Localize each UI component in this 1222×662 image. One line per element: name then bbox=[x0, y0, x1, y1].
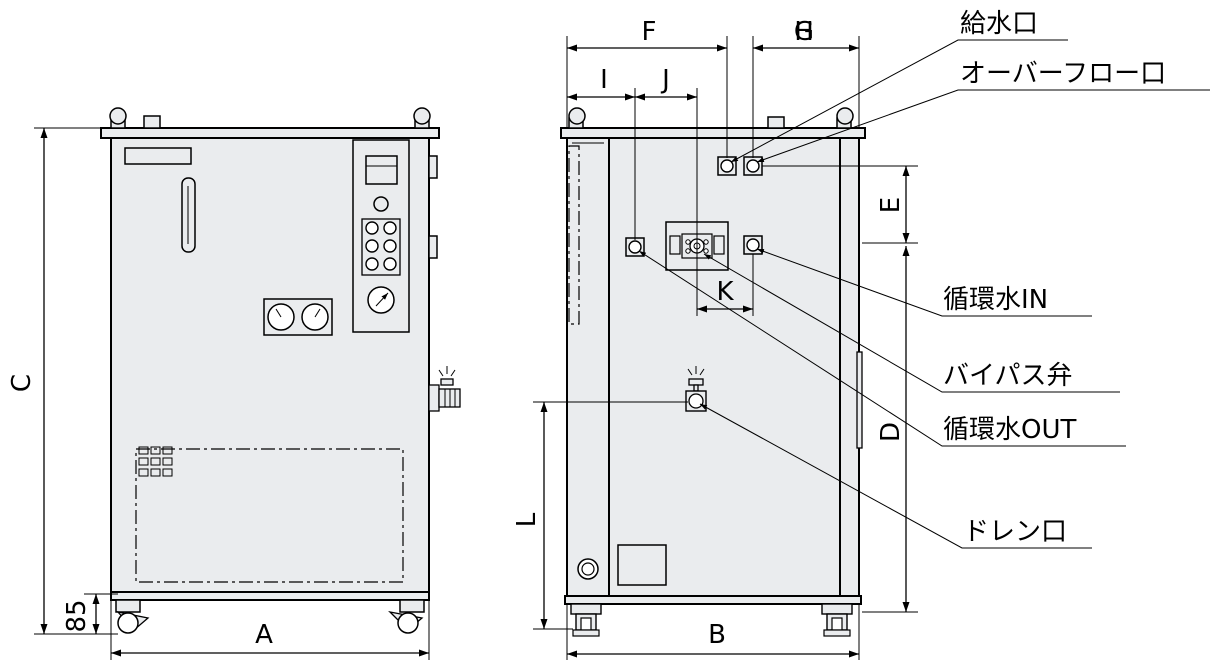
switch-array bbox=[361, 218, 401, 276]
side-access-panel bbox=[617, 544, 667, 586]
leader-bypass-valve bbox=[703, 253, 1120, 393]
overflow-port bbox=[743, 156, 763, 176]
leader-overflow bbox=[756, 89, 1210, 163]
dimension-label-j: J bbox=[660, 65, 670, 95]
side-body bbox=[566, 137, 860, 599]
top-handle-left bbox=[109, 107, 127, 129]
dimension-label-c: C bbox=[7, 374, 37, 392]
side-connector bbox=[428, 155, 438, 179]
top-handle-right bbox=[413, 107, 431, 129]
dimension-label-f: F bbox=[642, 17, 657, 47]
side-top-knob bbox=[568, 107, 586, 129]
caster-left bbox=[115, 599, 150, 634]
leader-circ-in bbox=[756, 248, 1092, 317]
callout-water-supply: 給水口 bbox=[960, 9, 1038, 39]
nameplate bbox=[124, 147, 192, 165]
leader-drain bbox=[699, 403, 1092, 549]
leader-circ-out bbox=[638, 250, 1126, 447]
callout-drain: ドレン口 bbox=[963, 517, 1067, 547]
vent-grille bbox=[138, 446, 173, 477]
dimension-label-d: D bbox=[876, 422, 906, 442]
dimension-label-85: 85 bbox=[62, 599, 92, 632]
circ-out-port bbox=[625, 237, 645, 257]
side-connector bbox=[428, 235, 438, 259]
dimension-label-l: L bbox=[512, 512, 542, 527]
front-top-plate bbox=[100, 127, 440, 139]
circ-in-port bbox=[743, 235, 763, 255]
dimension-label-a: A bbox=[255, 620, 273, 650]
callout-overflow: オーバーフロー口 bbox=[960, 59, 1166, 89]
dimension-label-h: H bbox=[794, 17, 814, 47]
display-window bbox=[365, 155, 398, 185]
dimension-label-e: E bbox=[876, 197, 906, 213]
side-drain-plug-icon bbox=[577, 558, 599, 580]
front-view: C 85 A bbox=[7, 107, 461, 660]
dimension-label-i: I bbox=[600, 65, 608, 95]
power-lamp-icon bbox=[373, 196, 389, 212]
dimension-label-g: G bbox=[794, 17, 814, 47]
side-caster-right bbox=[821, 603, 853, 637]
leader-water-supply bbox=[730, 39, 1068, 163]
side-top-plate bbox=[560, 127, 866, 139]
caster-right bbox=[388, 599, 425, 634]
drain-valve-side bbox=[685, 366, 707, 412]
water-supply-port bbox=[717, 156, 737, 176]
side-caster-left bbox=[570, 603, 602, 637]
internal-tank-outline bbox=[135, 448, 404, 583]
top-port bbox=[143, 115, 161, 129]
side-view: F G H I J K E D L B bbox=[512, 17, 918, 660]
callouts: 給水口 オーバーフロー口 循環水IN バイパス弁 循環水OUT ドレン口 bbox=[638, 9, 1210, 549]
dimension-label-b: B bbox=[708, 620, 726, 650]
dimension-label-k: K bbox=[716, 277, 734, 307]
side-top-knob bbox=[836, 107, 854, 129]
drain-valve-front bbox=[428, 366, 461, 412]
side-duct-outline bbox=[568, 145, 580, 325]
callout-circ-out: 循環水OUT bbox=[943, 415, 1076, 445]
callout-bypass-valve: バイパス弁 bbox=[943, 361, 1072, 391]
callout-circ-in: 循環水IN bbox=[943, 285, 1048, 315]
